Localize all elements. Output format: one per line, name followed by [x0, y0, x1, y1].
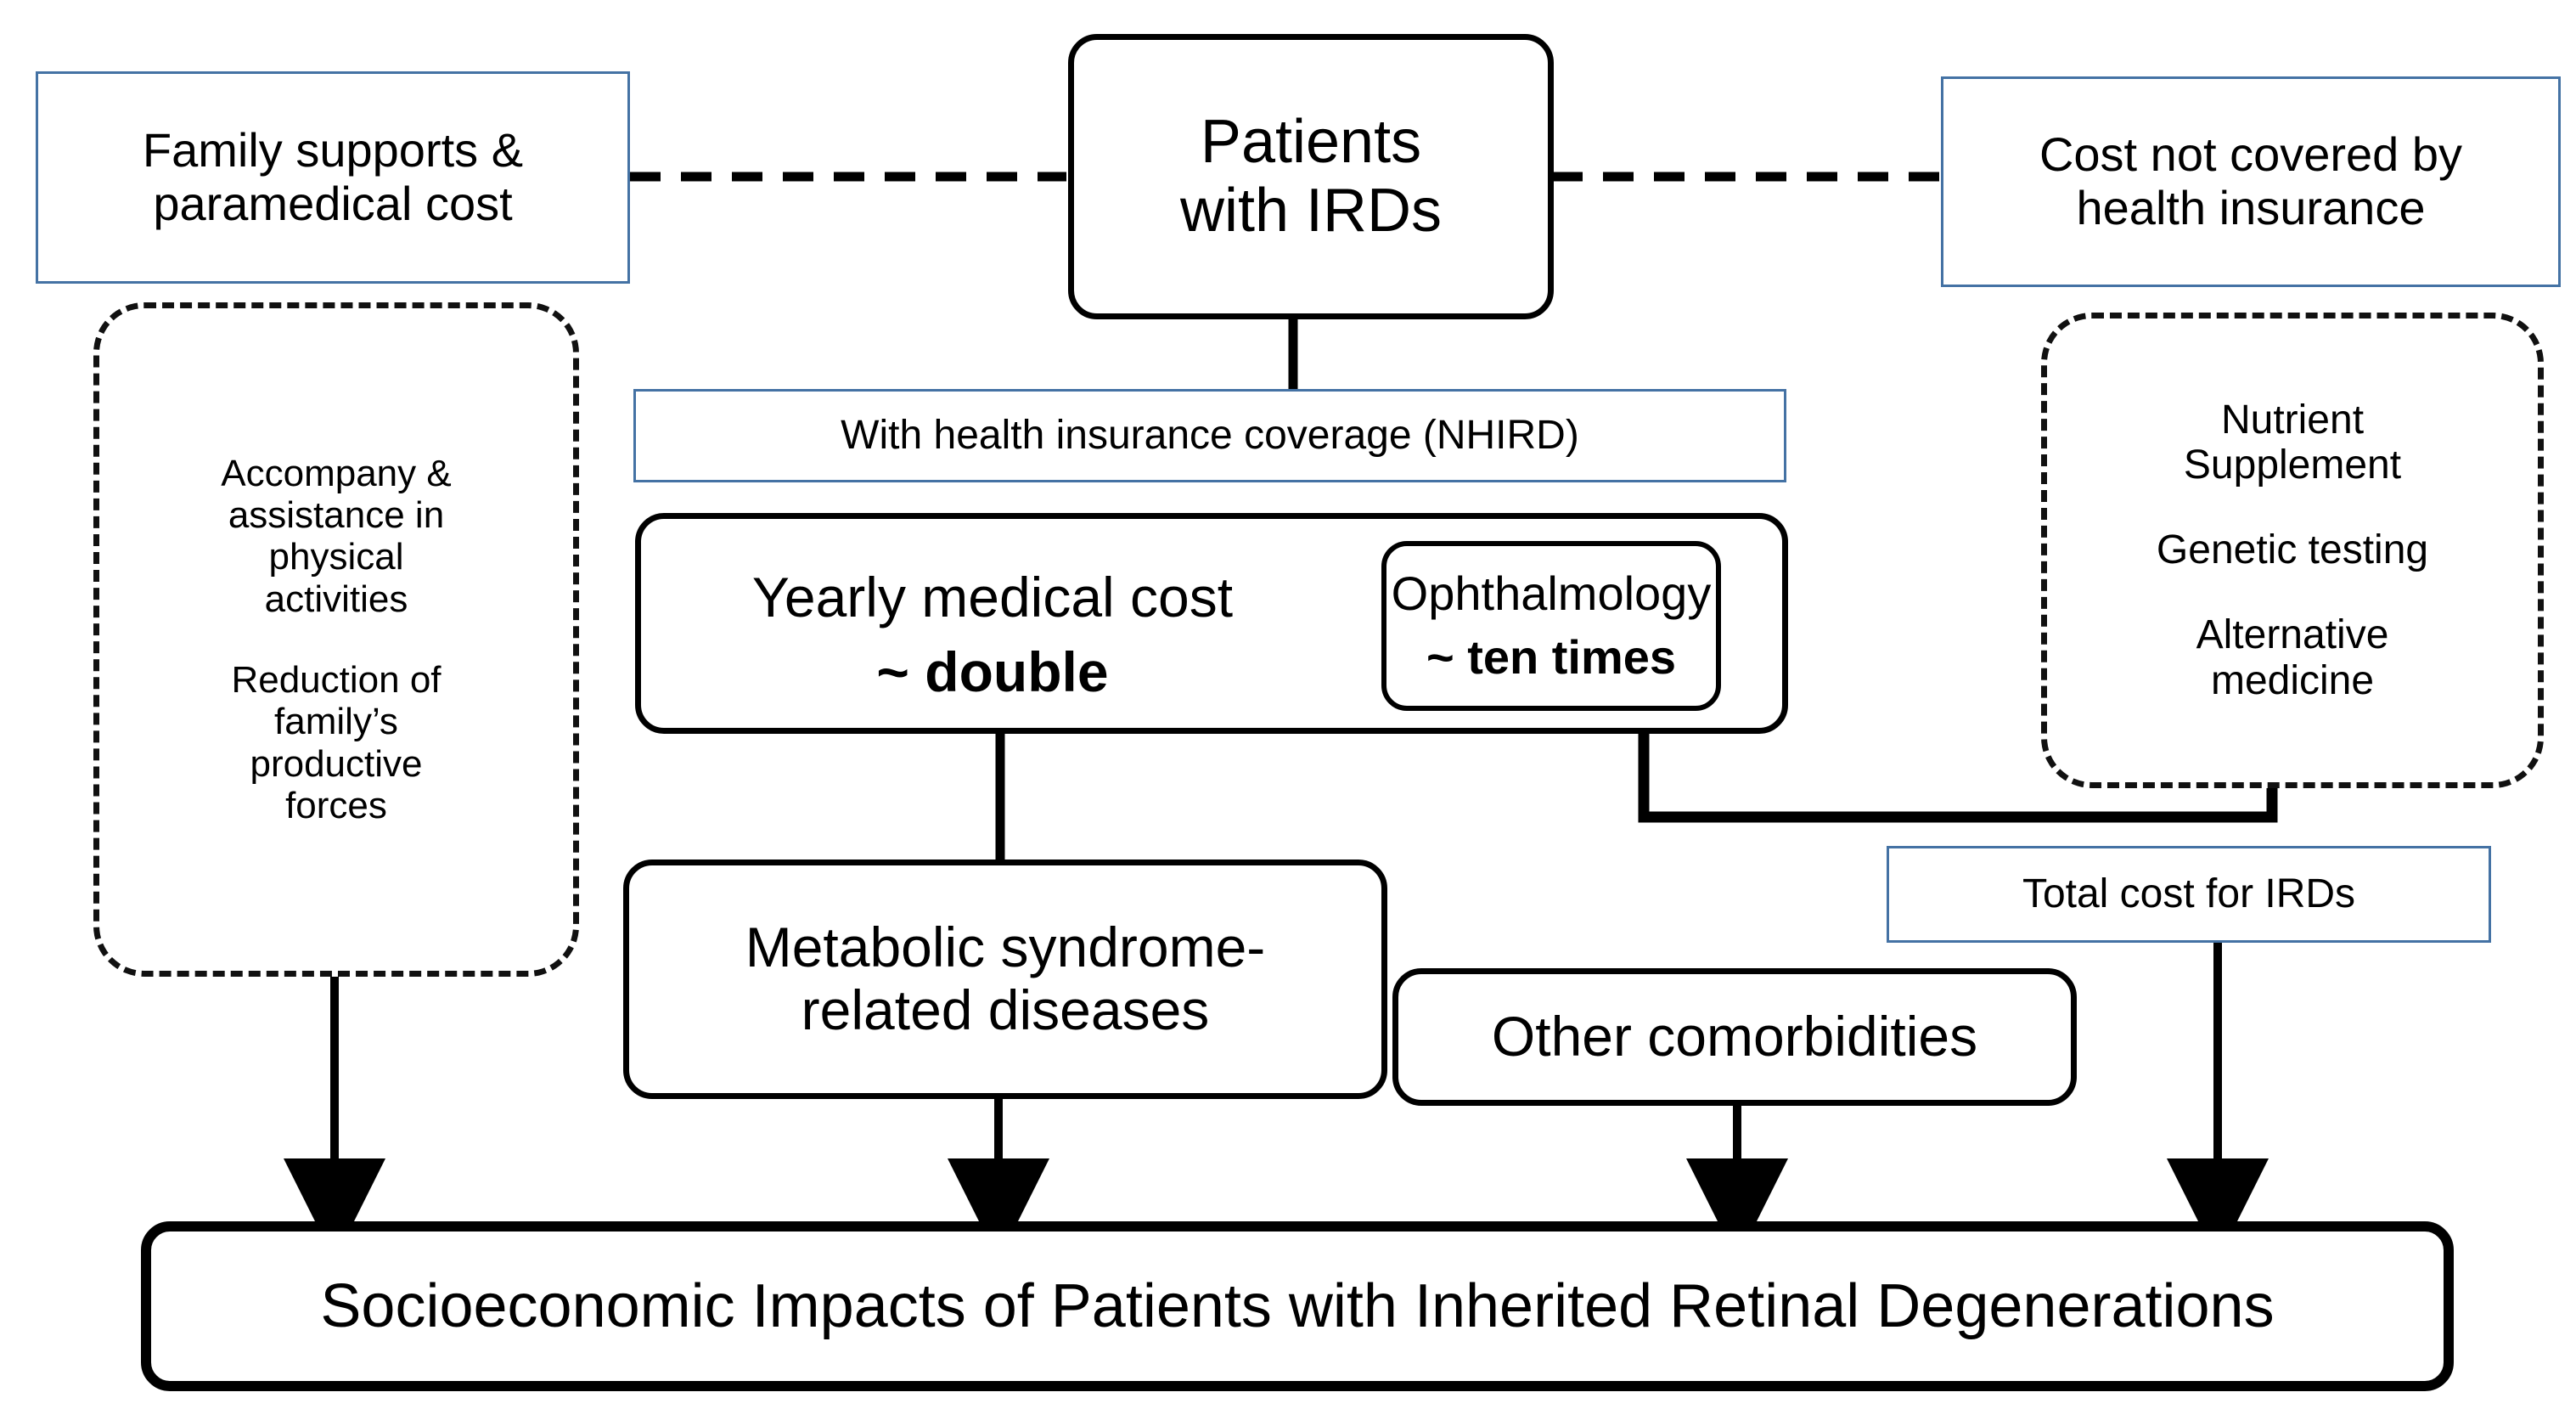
cost-not-covered-line1: Cost not covered by [2039, 127, 2463, 182]
right-dashed-item1-line1: Nutrient [2220, 397, 2365, 442]
node-ophthalmology[interactable]: Ophthalmology ~ ten times [1381, 541, 1721, 711]
nhird-label: With health insurance coverage (NHIRD) [841, 413, 1579, 459]
total-cost-label: Total cost for IRDs [2022, 871, 2356, 917]
ophthalmology-line2: ~ ten times [1426, 630, 1677, 684]
left-dashed-item2-line4: forces [285, 784, 387, 826]
node-family-supports[interactable]: Family supports & paramedical cost [36, 71, 630, 284]
banner-title: Socioeconomic Impacts of Patients with I… [320, 1271, 2275, 1340]
patients-line1: Patients [1200, 108, 1422, 177]
metabolic-line1: Metabolic syndrome- [745, 916, 1266, 979]
right-dashed-item3-line1: Alternative [2196, 612, 2389, 657]
cost-not-covered-line2: health insurance [2076, 181, 2426, 234]
left-dashed-item1-line1: Accompany & [221, 452, 452, 494]
family-supports-line2: paramedical cost [153, 177, 513, 230]
node-cost-not-covered[interactable]: Cost not covered by health insurance [1941, 76, 2561, 287]
right-dashed-item2-line1: Genetic testing [2156, 527, 2429, 573]
node-nhird-coverage[interactable]: With health insurance coverage (NHIRD) [633, 389, 1786, 482]
node-metabolic-syndrome[interactable]: Metabolic syndrome- related diseases [623, 860, 1387, 1099]
left-dashed-item2-line2: family’s [274, 701, 398, 743]
other-comorbidities-label: Other comorbidities [1491, 1005, 1978, 1068]
node-family-burden-group[interactable]: Accompany & assistance in physical activ… [93, 302, 579, 977]
yearly-cost-line2: ~ double [876, 640, 1109, 703]
node-out-of-pocket-group[interactable]: Nutrient Supplement Genetic testing Alte… [2041, 313, 2544, 788]
node-yearly-medical-cost[interactable]: Yearly medical cost ~ double Ophthalmolo… [635, 513, 1788, 734]
ophthalmology-line1: Ophthalmology [1391, 566, 1712, 621]
yearly-cost-line1: Yearly medical cost [751, 566, 1234, 628]
node-total-cost-for-irds[interactable]: Total cost for IRDs [1887, 846, 2491, 943]
family-supports-line1: Family supports & [142, 123, 524, 178]
left-dashed-item1-line3: physical [268, 536, 404, 578]
node-patients-with-irds[interactable]: Patients with IRDs [1068, 34, 1554, 319]
left-dashed-item1-line2: assistance in [228, 494, 445, 537]
right-dashed-item1-line2: Supplement [2183, 442, 2402, 488]
patients-line2: with IRDs [1179, 177, 1443, 245]
metabolic-line2: related diseases [801, 978, 1210, 1041]
right-dashed-item3-line2: medicine [2210, 657, 2375, 703]
node-other-comorbidities[interactable]: Other comorbidities [1392, 968, 2077, 1106]
left-dashed-item2-line3: productive [250, 742, 423, 785]
left-dashed-item1-line4: activities [264, 578, 408, 620]
left-dashed-item2-line1: Reduction of [231, 659, 442, 701]
banner-socioeconomic-impacts[interactable]: Socioeconomic Impacts of Patients with I… [141, 1221, 2454, 1391]
